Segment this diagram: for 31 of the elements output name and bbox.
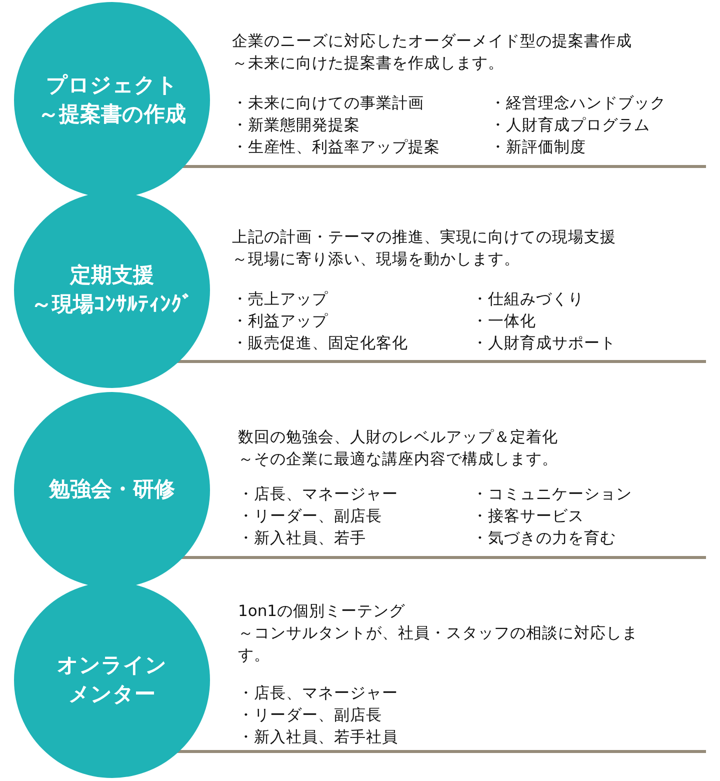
description-text: 上記の計画・テーマの推進、実現に向けての現場支援 (232, 227, 617, 248)
bullet-item: ・売上アップ (232, 289, 328, 310)
bullet-item: ・リーダー、副店長 (238, 506, 382, 527)
bullet-item: ・一体化 (472, 311, 536, 332)
bullet-item: ・仕組みづくり (472, 289, 584, 310)
bullet-item: ・リーダー、副店長 (238, 705, 382, 726)
bullet-item: ・新業態開発提案 (232, 115, 360, 136)
bullet-item: ・未来に向けての事業計画 (232, 93, 424, 114)
bullet-item: ・新評価制度 (490, 137, 586, 158)
bullet-item: ・新入社員、若手社員 (238, 727, 398, 748)
description-text: 数回の勉強会、人財のレベルアップ＆定着化 (238, 427, 559, 448)
description-text: 1on1の個別ミーテング (238, 601, 406, 622)
bullet-item: ・販売促進、固定化客化 (232, 333, 408, 354)
bullet-item: ・店長、マネージャー (238, 484, 398, 505)
bullet-item: ・経営理念ハンドブック (490, 93, 666, 114)
description-text: 企業のニーズに対応したオーダーメイド型の提案書作成 (232, 31, 633, 52)
bullet-item: ・接客サービス (472, 506, 584, 527)
bullet-item: ・生産性、利益率アップ提案 (232, 137, 440, 158)
description-text: ～現場に寄り添い、現場を動かします。 (232, 249, 521, 270)
bullet-item: ・気づきの力を育む (472, 528, 616, 549)
bullet-item: ・新入社員、若手 (238, 528, 366, 549)
circle-label: 定期支援～現場ｺﾝｻﾙﾃｨﾝｸﾞ (14, 192, 210, 388)
circle-label: オンラインメンター (14, 582, 210, 778)
description-text: ～未来に向けた提案書を作成します。 (232, 53, 505, 74)
bullet-item: ・利益アップ (232, 311, 328, 332)
description-text: ～コンサルタントが、社員・スタッフの相談に対応します。 (238, 623, 639, 666)
bullet-item: ・店長、マネージャー (238, 683, 398, 704)
bullet-item: ・コミュニケーション (472, 484, 632, 505)
bullet-item: ・人財育成プログラム (490, 115, 650, 136)
description-text: ～その企業に最適な講座内容で構成します。 (238, 449, 559, 470)
bullet-item: ・人財育成サポート (472, 333, 616, 354)
